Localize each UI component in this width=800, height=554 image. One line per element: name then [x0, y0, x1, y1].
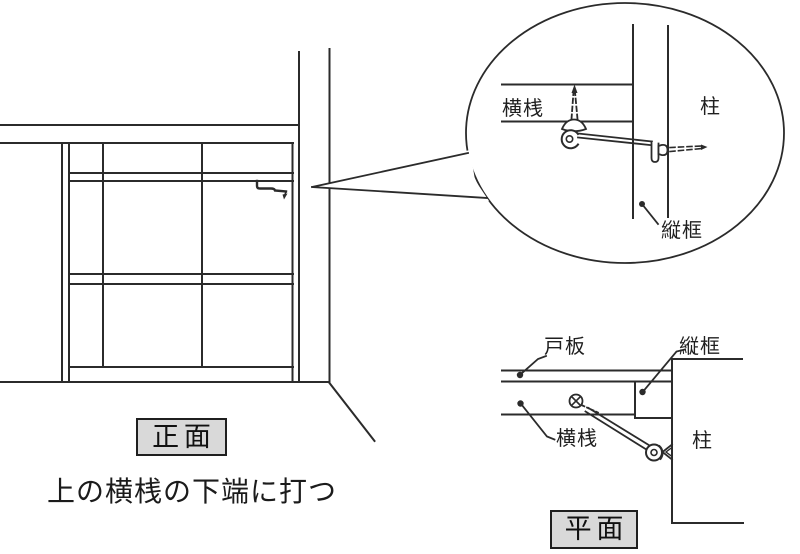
caption-text: 上の横桟の下端に打つ: [47, 476, 338, 507]
screw-head-symbol: [568, 393, 602, 415]
detail-balloon: [310, 2, 785, 264]
corner-diagonal: [328, 381, 376, 443]
plan-stile-lines: [634, 380, 672, 419]
plan-label-rail: 横桟: [556, 428, 598, 450]
screw-side-dashed-icon: [669, 144, 708, 153]
screw-up-dashed-icon: [570, 84, 579, 120]
plan-pillar-outline: [671, 358, 744, 524]
plan-keeper: [661, 443, 674, 461]
plan-latch-arm: [584, 406, 654, 452]
front-elevation-drawing: [0, 48, 376, 443]
latch-pin-and-head: [650, 140, 669, 163]
frame-verticals: [61, 142, 294, 383]
plan-drawing: [501, 348, 744, 524]
plan-stile-pointer: [639, 348, 687, 396]
balloon-tail-lines: [310, 151, 488, 199]
latch-detail-drawing: [501, 24, 708, 226]
detail-stile-pointer: [639, 201, 660, 226]
latch-arm: [577, 132, 653, 146]
detail-stile-lines: [632, 24, 669, 219]
plan-view-tag: 平面: [550, 510, 638, 549]
pillar-verticals: [298, 48, 331, 383]
detail-label-rail: 横桟: [502, 98, 544, 120]
plan-label-door-board: 戸板: [544, 336, 586, 358]
plan-latch-hook: [645, 443, 664, 462]
plan-door-board-pointer: [516, 354, 548, 379]
plan-label-stile: 縦框: [679, 336, 721, 358]
latch-pivot-curl: [560, 129, 580, 150]
rail-lines: [68, 172, 294, 368]
latch-front-icon: [255, 179, 288, 200]
plan-label-pillar: 柱: [692, 430, 713, 452]
plan-rail-pointer: [517, 400, 556, 441]
plan-door-board-lines: [501, 369, 672, 383]
balloon-ellipse: [465, 2, 785, 264]
front-view-tag: 正面: [136, 418, 227, 456]
lintel-lines: [0, 124, 300, 144]
balloon-tail-mask: [312, 150, 489, 201]
detail-label-pillar: 柱: [700, 96, 721, 118]
detail-label-stile: 縦框: [661, 220, 703, 242]
